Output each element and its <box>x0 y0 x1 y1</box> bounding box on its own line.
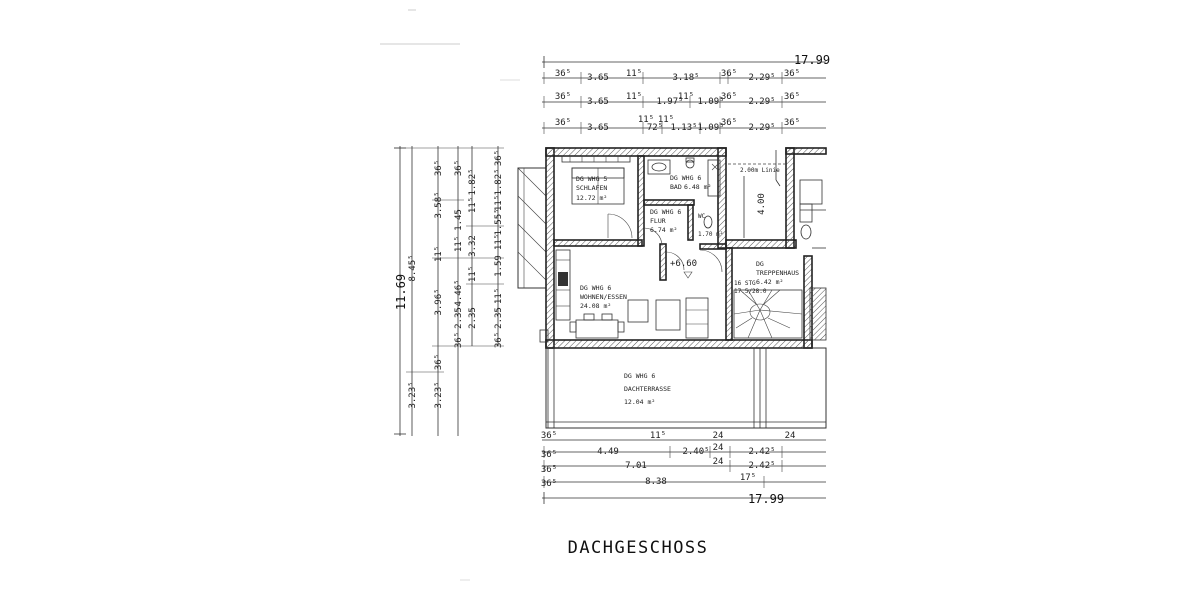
svg-text:2.29⁵: 2.29⁵ <box>748 123 775 133</box>
svg-text:11⁵: 11⁵ <box>638 115 654 125</box>
svg-text:36⁵: 36⁵ <box>494 332 504 348</box>
svg-text:3.58⁵: 3.58⁵ <box>434 191 444 218</box>
room-flur: DG WHG 6 FLUR 6.74 m² <box>650 208 685 234</box>
svg-text:36⁵: 36⁵ <box>541 479 557 489</box>
svg-text:24: 24 <box>713 431 724 441</box>
svg-text:3.23⁵: 3.23⁵ <box>408 381 418 408</box>
svg-text:1.55⁵: 1.55⁵ <box>494 208 504 235</box>
room-bad: DG WHG 6 BAD <box>670 174 705 191</box>
svg-text:4.49: 4.49 <box>597 447 619 457</box>
svg-text:4.46⁵: 4.46⁵ <box>454 279 464 306</box>
svg-text:11⁵: 11⁵ <box>468 197 478 213</box>
svg-text:36⁵: 36⁵ <box>454 332 464 348</box>
svg-text:1.59: 1.59 <box>494 255 504 277</box>
svg-text:36⁵: 36⁵ <box>555 92 571 102</box>
svg-text:2.29⁵: 2.29⁵ <box>748 73 775 83</box>
svg-text:36⁵: 36⁵ <box>434 354 444 370</box>
svg-text:2.42⁵: 2.42⁵ <box>748 447 775 457</box>
svg-text:11⁵: 11⁵ <box>494 234 504 250</box>
svg-text:17⁵: 17⁵ <box>740 473 756 483</box>
staircase <box>733 289 803 339</box>
svg-text:11⁵: 11⁵ <box>626 69 642 79</box>
scan-artifacts <box>380 9 520 581</box>
svg-text:24: 24 <box>785 431 796 441</box>
drawing-title: DACHGESCHOSS <box>568 538 709 558</box>
svg-text:36⁵: 36⁵ <box>494 150 504 166</box>
svg-text:11⁵: 11⁵ <box>626 92 642 102</box>
svg-text:1.97⁵: 1.97⁵ <box>656 97 683 107</box>
svg-text:36⁵: 36⁵ <box>784 92 800 102</box>
room-treppenhaus: DG TREPPENHAUS 6.42 m² <box>756 260 803 286</box>
svg-text:11⁵: 11⁵ <box>650 431 666 441</box>
svg-text:11⁵: 11⁵ <box>658 115 674 125</box>
height-400-label: 4.00 <box>757 193 767 215</box>
svg-text:8.45⁵: 8.45⁵ <box>408 254 418 281</box>
stair-note: 16 STG 17.5/28.0 <box>734 280 767 295</box>
svg-text:3.32: 3.32 <box>468 235 478 257</box>
svg-text:36⁵: 36⁵ <box>541 465 557 475</box>
left-dimension-lines: 11.69 8.45⁵ 3.23⁵ 36⁵ 3.58⁵ 11⁵ 3.96⁵ 36… <box>394 146 504 436</box>
svg-text:1.13⁵: 1.13⁵ <box>670 123 697 133</box>
dim-overall-height: 11.69 <box>394 274 408 310</box>
svg-text:3.96⁵: 3.96⁵ <box>434 288 444 315</box>
svg-text:3.65: 3.65 <box>587 73 609 83</box>
room-wohnen: DG WHG 6 WOHNEN/ESSEN 24.08 m² <box>580 284 631 310</box>
svg-text:2.35: 2.35 <box>494 307 504 329</box>
svg-text:11⁵: 11⁵ <box>454 236 464 252</box>
svg-text:36⁵: 36⁵ <box>721 92 737 102</box>
room-schlafen: DG WHG 5 SCHLAFEN 12.72 m² <box>576 175 611 202</box>
svg-text:36⁵: 36⁵ <box>721 69 737 79</box>
svg-text:11⁵: 11⁵ <box>434 246 444 262</box>
svg-text:2.42⁵: 2.42⁵ <box>748 461 775 471</box>
svg-text:1.09⁵: 1.09⁵ <box>697 97 724 107</box>
svg-text:3.18⁵: 3.18⁵ <box>672 73 699 83</box>
svg-text:36⁵: 36⁵ <box>434 160 444 176</box>
svg-text:3.65: 3.65 <box>587 97 609 107</box>
svg-text:6.48 m²: 6.48 m² <box>684 183 711 191</box>
svg-text:7.01: 7.01 <box>625 461 647 471</box>
dim-top-overall: 17.99 <box>794 53 830 67</box>
svg-text:1.45: 1.45 <box>454 209 464 231</box>
svg-text:2.29⁵: 2.29⁵ <box>748 97 775 107</box>
level-label: +6.60 <box>670 259 697 269</box>
svg-text:36⁵: 36⁵ <box>555 69 571 79</box>
height-lines: 2.00m Linie 4.00 <box>728 163 786 238</box>
svg-text:24: 24 <box>713 443 724 453</box>
building-outline <box>517 147 827 349</box>
svg-text:2.40⁵: 2.40⁵ <box>682 447 709 457</box>
svg-text:36⁵: 36⁵ <box>541 431 557 441</box>
room-labels: DG WHG 5 SCHLAFEN 12.72 m² DG WHG 6 BAD … <box>576 174 803 406</box>
svg-text:2.35: 2.35 <box>468 307 478 329</box>
svg-text:36⁵: 36⁵ <box>721 118 737 128</box>
svg-text:36⁵: 36⁵ <box>541 450 557 460</box>
svg-text:3.23⁵: 3.23⁵ <box>434 381 444 408</box>
top-dimension-lines: 17.99 36⁵ 3.65 11⁵ 3.18⁵ 36⁵ 2.29⁵ 36⁵ 3… <box>542 53 830 134</box>
svg-text:11⁵: 11⁵ <box>678 92 694 102</box>
room-dachterrasse: DG WHG 6 DACHTERRASSE 12.04 m² <box>624 372 675 406</box>
svg-text:36⁵: 36⁵ <box>784 118 800 128</box>
svg-text:1.82⁵: 1.82⁵ <box>468 168 478 195</box>
svg-text:1.82⁵: 1.82⁵ <box>494 168 504 195</box>
svg-text:1.09⁵: 1.09⁵ <box>697 123 724 133</box>
room-wc: WC 1.70 m² <box>698 213 723 238</box>
svg-text:24: 24 <box>713 457 724 467</box>
svg-text:72⁵: 72⁵ <box>647 123 663 133</box>
svg-text:11⁵: 11⁵ <box>494 288 504 304</box>
line-200-label: 2.00m Linie <box>740 167 780 174</box>
svg-text:2.35: 2.35 <box>454 307 464 329</box>
svg-text:11⁵: 11⁵ <box>494 195 504 211</box>
terrace <box>545 347 827 429</box>
svg-text:36⁵: 36⁵ <box>555 118 571 128</box>
dim-bottom-overall: 17.99 <box>748 492 784 506</box>
svg-text:36⁵: 36⁵ <box>784 69 800 79</box>
svg-text:8.38: 8.38 <box>645 477 667 487</box>
svg-text:36⁵: 36⁵ <box>454 160 464 176</box>
svg-text:11⁵: 11⁵ <box>468 266 478 282</box>
bottom-dimension-lines: 36⁵ 11⁵ 24 24 36⁵ 4.49 2.40⁵ 24 2.42⁵ 36… <box>541 431 826 506</box>
furniture <box>539 155 803 343</box>
svg-text:3.65: 3.65 <box>587 123 609 133</box>
